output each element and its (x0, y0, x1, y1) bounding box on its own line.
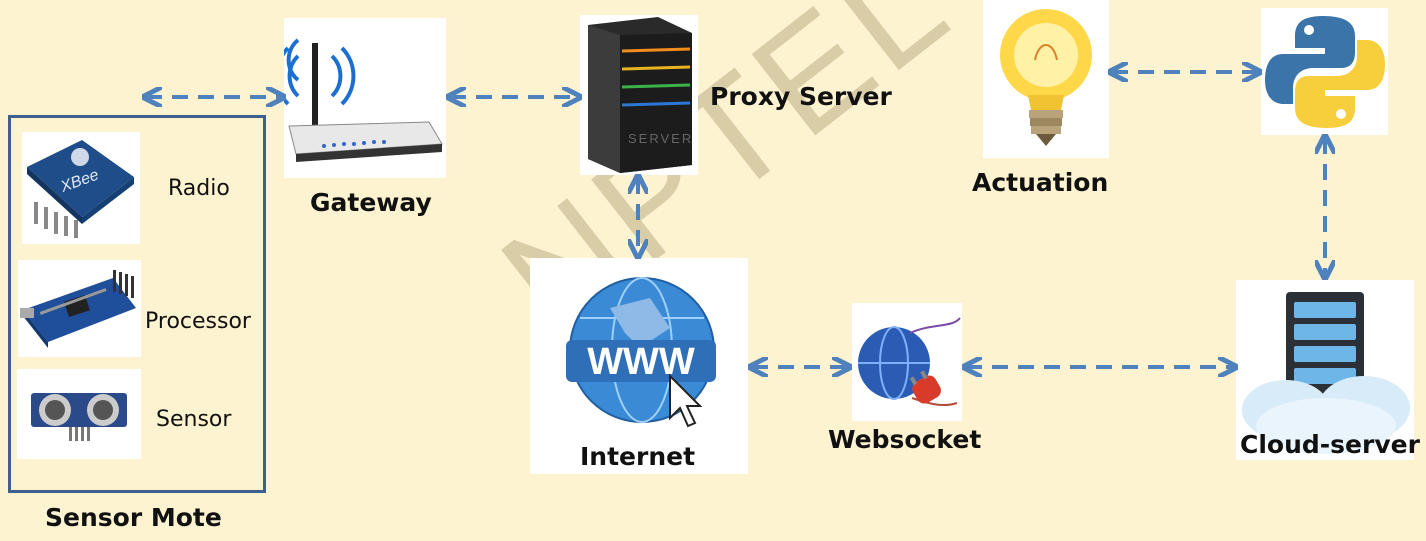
actuation-label: Actuation (972, 168, 1109, 197)
sensor-mote-box (8, 115, 266, 493)
cursor-hand-icon (669, 373, 703, 428)
proxy-server-label: Proxy Server (710, 82, 892, 111)
ultrasonic-sensor-icon (17, 369, 141, 459)
processor-label: Processor (145, 309, 251, 334)
internet-globe-icon: WWW (530, 258, 748, 474)
websocket-label: Websocket (828, 425, 982, 454)
light-bulb-icon (983, 0, 1109, 158)
server-text: SERVER (628, 131, 693, 146)
websocket-icon (852, 303, 962, 421)
cloud-server-label: Cloud-server (1240, 430, 1420, 459)
sensor-mote-title: Sensor Mote (45, 503, 222, 532)
python-logo-icon (1261, 8, 1388, 135)
proxy-server-icon: SERVER (580, 15, 698, 175)
xbee-radio-icon: XBee (22, 132, 140, 244)
www-badge: WWW (587, 341, 695, 383)
wifi-router-icon (274, 18, 446, 178)
internet-label: Internet (580, 442, 696, 471)
gateway-label: Gateway (310, 188, 432, 217)
radio-label: Radio (168, 176, 230, 201)
arduino-board-icon (18, 260, 141, 357)
sensor-label: Sensor (156, 407, 232, 432)
cloud-server-icon (1236, 280, 1414, 460)
